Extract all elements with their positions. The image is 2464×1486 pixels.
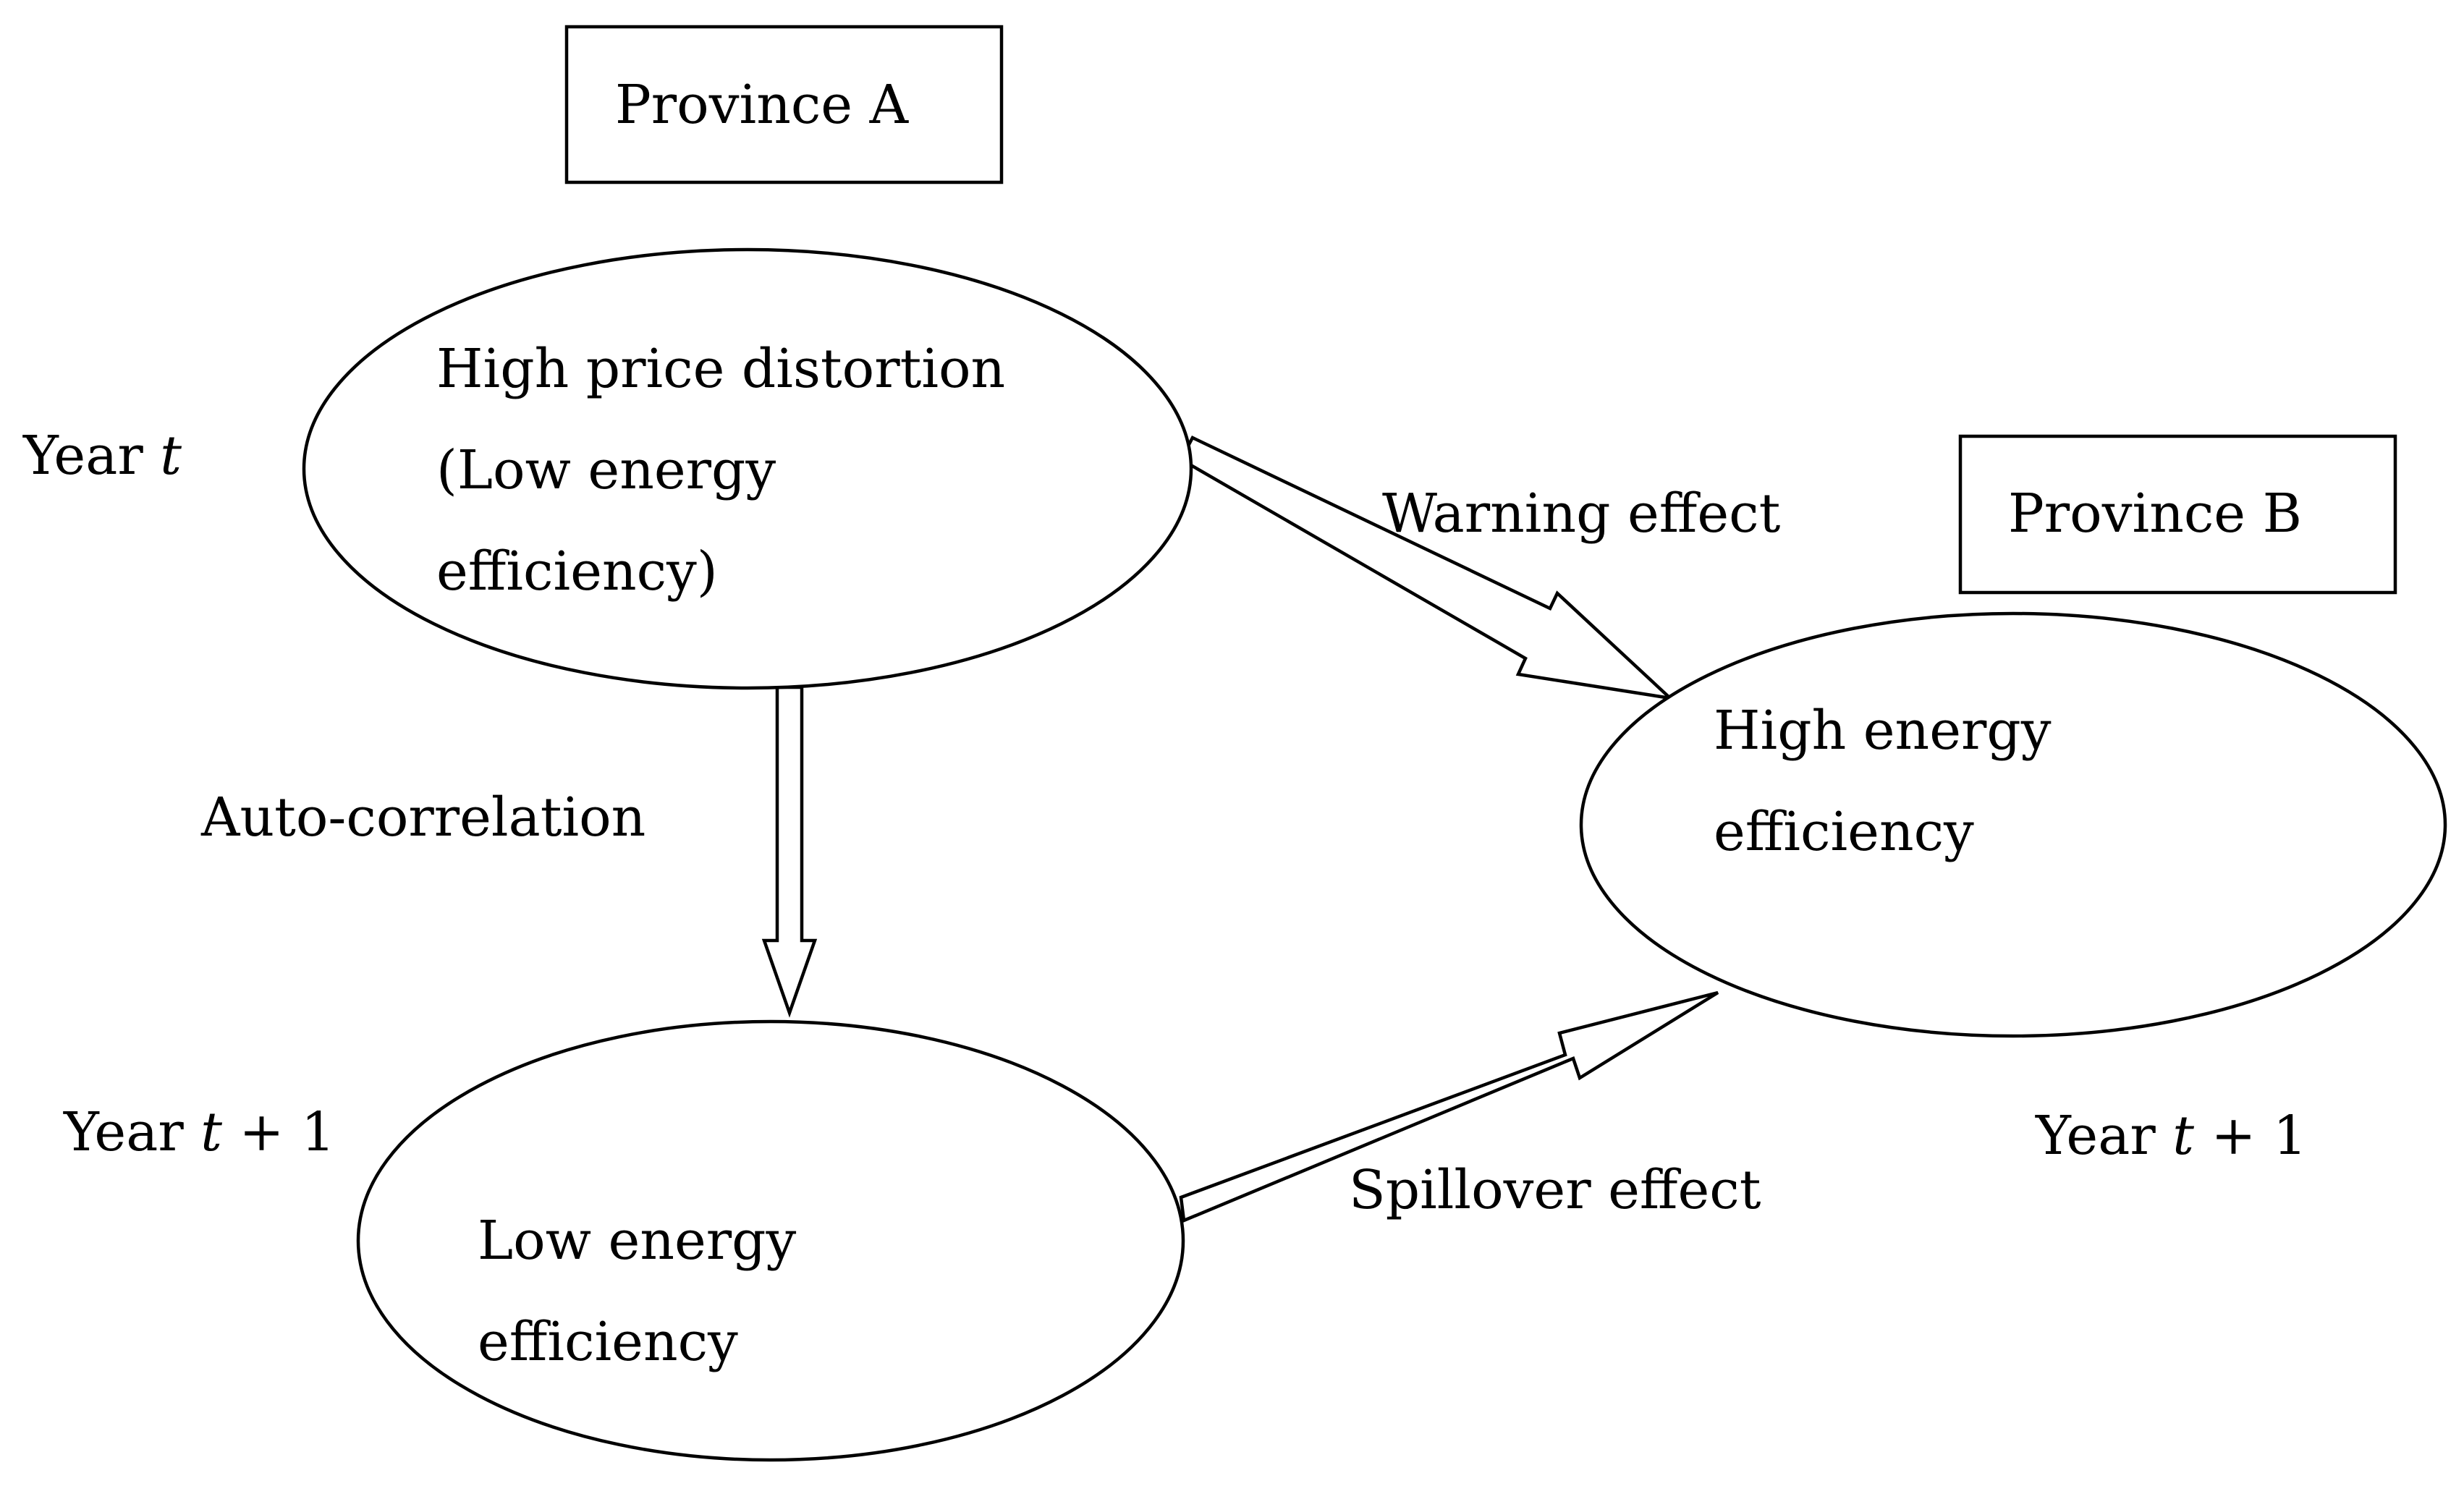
node-high-energy-efficiency: High energy efficiency [1579,611,2447,1038]
province-b-box: Province B [1958,434,2397,595]
node-high-energy-efficiency-line-2: efficiency [1714,801,1974,863]
node-high-price-distortion-line-1: High price distortion [436,338,1005,400]
node-low-energy-efficiency-line-2: efficiency [478,1311,738,1373]
spillover-effect-arrow [1179,990,1719,1223]
warning-effect-arrow [1178,436,1675,701]
spillover-effect-label: Spillover effect [1349,1159,1761,1221]
province-a-label: Province A [615,74,910,136]
node-low-energy-efficiency-line-1: Low energy [478,1210,797,1272]
province-a-box: Province A [564,25,1004,184]
node-high-energy-efficiency-line-1: High energy [1714,700,2052,762]
auto-correlation-arrow [761,685,818,1018]
province-b-label: Province B [2008,483,2302,545]
node-high-price-distortion-line-2: (Low energy [436,439,776,501]
warning-effect-label: Warning effect [1382,483,1781,545]
node-high-price-distortion-line-3: efficiency) [436,540,718,603]
year-t-label-left: Year t [22,425,182,487]
node-low-energy-efficiency: Low energy efficiency [356,1019,1185,1462]
year-t-plus-1-label-right: Year t + 1 [2035,1105,2307,1167]
node-high-price-distortion: High price distortion (Low energy effici… [302,247,1193,690]
year-t-plus-1-label-left: Year t + 1 [63,1101,335,1163]
auto-correlation-label: Auto-correlation [200,786,645,849]
